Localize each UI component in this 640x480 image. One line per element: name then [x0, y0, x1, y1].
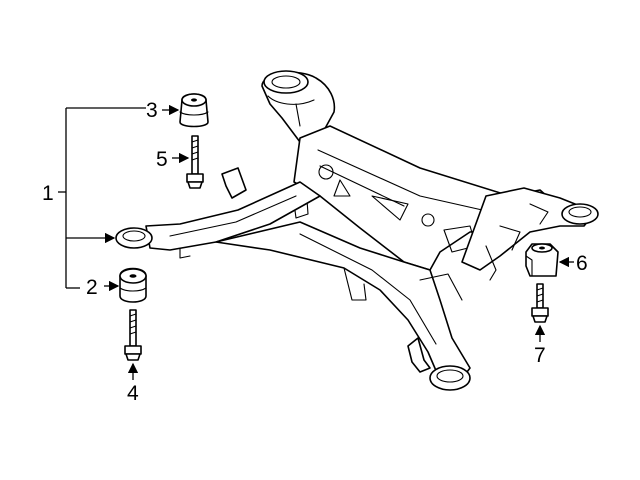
callout-6: 6 — [576, 252, 588, 275]
callout-7: 7 — [534, 344, 546, 367]
callout-2: 2 — [86, 276, 98, 299]
callout-3: 3 — [146, 99, 158, 122]
leader-lines — [58, 104, 574, 380]
callout-5: 5 — [156, 148, 168, 171]
bolt-part-5 — [186, 135, 204, 189]
upper-bushing-part-3 — [179, 93, 209, 128]
lower-bushing-part-2 — [119, 267, 147, 303]
callout-4: 4 — [127, 382, 139, 405]
rear-subframe — [115, 70, 599, 391]
bolt-part-4 — [124, 309, 142, 361]
callout-1: 1 — [42, 182, 54, 205]
bolt-part-7 — [531, 283, 549, 323]
mount-part-6 — [525, 243, 559, 277]
